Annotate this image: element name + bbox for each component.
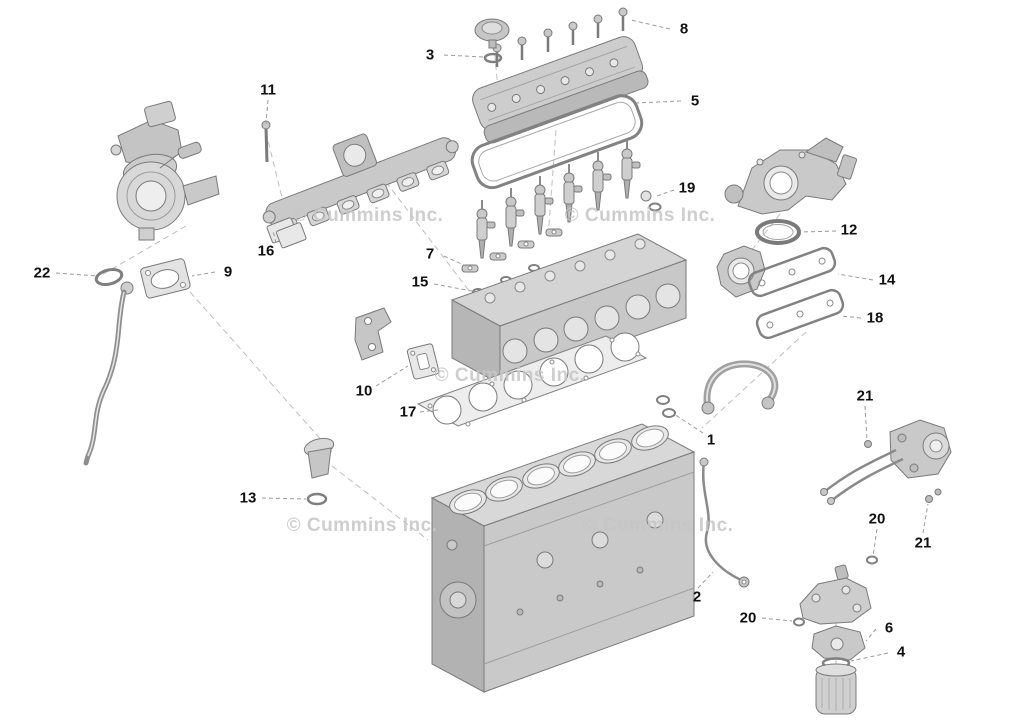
exhaust-manifold [262,133,459,249]
callout-7: 7 [425,245,435,263]
valve-cover-gasket [470,94,644,190]
watermark: © Cummins Inc. [292,205,444,226]
pump-screw-top [864,440,872,448]
callout-19: 19 [678,179,696,197]
breather-o-ring [483,52,503,64]
pump-screw-bottom [925,495,933,503]
callout-13: 13 [239,489,257,507]
callout-4: 4 [896,643,906,661]
callout-12: 12 [840,221,858,239]
callout-20-a: 20 [868,510,886,528]
o-ring-22 [94,268,124,286]
fuel-transfer-pump [793,555,878,627]
callout-1: 1 [706,431,716,449]
engine-block [430,423,696,693]
fuel-transfer-tube [701,360,779,415]
callout-15: 15 [411,273,429,291]
fuel-injectors [476,140,641,259]
callout-2: 2 [692,588,702,606]
pump-o-ring-top [866,555,878,565]
connection-gasket-14 [747,246,837,298]
callout-3: 3 [425,46,435,64]
fuel-pump [820,419,952,505]
connection-gasket-18 [755,288,845,340]
callout-21-b: 21 [914,534,932,552]
callout-10: 10 [355,382,373,400]
callout-6: 6 [884,619,894,637]
valve-cover [472,36,649,144]
callout-18: 18 [866,309,884,327]
watermark: © Cummins Inc. [564,205,716,226]
turbo-mount-gasket [140,258,191,299]
exhaust-outlet-connection [724,137,858,215]
breather-cap [474,18,510,64]
valve-cover-bolts [492,7,628,67]
water-inlet-connection [716,245,766,298]
injector-washers [640,190,662,212]
leader-lines [55,19,929,662]
callout-21-a: 21 [856,387,874,405]
pump-o-ring-left [793,617,805,627]
fuel-filter-head [811,625,866,661]
watermark: © Cummins Inc. [582,515,734,536]
tube-o-rings [656,395,676,418]
callout-5: 5 [690,92,700,110]
injector-clamps [461,228,563,273]
callout-8: 8 [679,20,689,38]
oil-fill-cap [303,437,335,506]
lifting-bracket [354,307,392,361]
callout-9: 9 [223,263,233,281]
dipstick-tube [83,281,134,466]
oil-fill-o-ring [306,492,328,506]
manifold-stud [261,120,271,163]
turbocharger [110,100,220,241]
callout-16: 16 [257,242,275,260]
callout-17: 17 [399,403,417,421]
cylinder-head [450,233,688,385]
callout-20-b: 20 [739,609,757,627]
fuel-filter [815,663,857,715]
watermark: © Cummins Inc. [434,365,586,386]
fuel-supply-line [699,457,750,588]
head-gasket [416,332,648,427]
callout-14: 14 [878,271,896,289]
cover-plate-gasket [406,343,440,380]
watermark: © Cummins Inc. [286,515,438,536]
callout-22: 22 [33,264,51,282]
o-ring-12 [755,219,801,245]
manifold-gasket-plate [275,222,307,249]
callout-11: 11 [260,81,276,99]
